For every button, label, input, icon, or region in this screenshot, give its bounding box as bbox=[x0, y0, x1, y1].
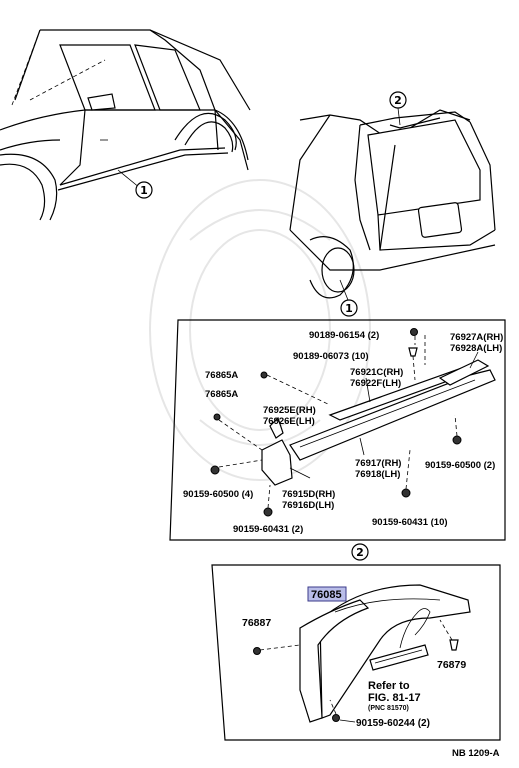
clip-76925e bbox=[269, 416, 284, 439]
screw-90159-60500-4 bbox=[210, 465, 220, 475]
label-76928a: 76928A(LH) bbox=[450, 343, 502, 354]
callout-2-detail-label: 2 bbox=[356, 546, 364, 559]
moulding-76917 bbox=[289, 369, 496, 461]
diagram-id: NB 1209-A bbox=[452, 748, 500, 759]
detail-box-1 bbox=[169, 319, 506, 541]
label-76922f: 76922F(LH) bbox=[350, 378, 401, 389]
screw-90159-60500-2 bbox=[452, 435, 462, 445]
screw-90159-60431-10 bbox=[401, 488, 411, 498]
car-side-view bbox=[0, 29, 251, 221]
callout-1-rear: 1 bbox=[339, 279, 358, 317]
label-76865a-2: 76865A bbox=[205, 389, 238, 400]
screw-90159-60244 bbox=[332, 714, 340, 722]
spoiler-76085 bbox=[319, 584, 471, 719]
watermark bbox=[149, 179, 371, 481]
label-90159-60500-2: 90159-60500 (2) bbox=[425, 460, 495, 471]
label-90159-60500-4: 90159-60500 (4) bbox=[183, 489, 253, 500]
callout-1-side-label: 1 bbox=[140, 184, 148, 197]
label-refer-to: Refer to bbox=[368, 680, 410, 692]
spoiler-76085-side bbox=[299, 599, 370, 723]
label-76927a: 76927A(RH) bbox=[450, 332, 503, 343]
label-76925e: 76925E(RH) bbox=[263, 405, 316, 416]
nut-90189-06154 bbox=[410, 328, 418, 336]
label-76865a-1: 76865A bbox=[205, 370, 238, 381]
label-90159-60244: 90159-60244 (2) bbox=[356, 718, 430, 729]
bracket-76915d bbox=[261, 439, 293, 486]
label-76921c: 76921C(RH) bbox=[350, 367, 403, 378]
clip-76887 bbox=[253, 647, 261, 655]
clip-90189-06073 bbox=[408, 347, 418, 357]
callout-2-detail: 2 bbox=[351, 543, 369, 561]
label-90159-60431-10: 90159-60431 (10) bbox=[372, 517, 448, 528]
label-90159-60431-2: 90159-60431 (2) bbox=[233, 524, 303, 535]
label-pnc-81570: (PNC 81570) bbox=[368, 705, 409, 712]
moulding-76927a bbox=[438, 359, 490, 386]
callout-1-side: 1 bbox=[135, 181, 153, 199]
label-90189-06154: 90189-06154 (2) bbox=[309, 330, 379, 341]
label-76917: 76917(RH) bbox=[355, 458, 401, 469]
label-76918: 76918(LH) bbox=[355, 469, 400, 480]
screw-90159-60431-2 bbox=[263, 507, 273, 517]
detail-box-2-labels: 76887 76879 Refer to FIG. 81-17 (PNC 815… bbox=[242, 617, 466, 729]
clip-76879 bbox=[449, 639, 459, 651]
label-76887: 76887 bbox=[242, 617, 271, 629]
clip-76865a-1 bbox=[260, 371, 268, 379]
highlight-76085[interactable]: 76085 bbox=[307, 586, 347, 602]
detail-box-1-labels: 90189-06154 (2) 90189-06073 (10) 76927A(… bbox=[183, 330, 503, 535]
label-76085[interactable]: 76085 bbox=[311, 589, 342, 601]
car-rear-view bbox=[289, 109, 496, 299]
callout-1-rear-label: 1 bbox=[345, 302, 353, 315]
high-mount-stop-light bbox=[369, 644, 429, 671]
clip-76865a-2 bbox=[213, 413, 221, 421]
detail-box-2 bbox=[211, 564, 501, 741]
callout-2-top: 2 bbox=[389, 91, 407, 126]
callout-2-top-label: 2 bbox=[394, 94, 402, 107]
label-90189-06073: 90189-06073 (10) bbox=[293, 351, 369, 362]
label-76916d: 76916D(LH) bbox=[282, 500, 334, 511]
label-fig-81-17: FIG. 81-17 bbox=[368, 692, 421, 704]
label-76915d: 76915D(RH) bbox=[282, 489, 335, 500]
label-76926e: 76926E(LH) bbox=[263, 416, 315, 427]
label-76879: 76879 bbox=[437, 659, 466, 671]
